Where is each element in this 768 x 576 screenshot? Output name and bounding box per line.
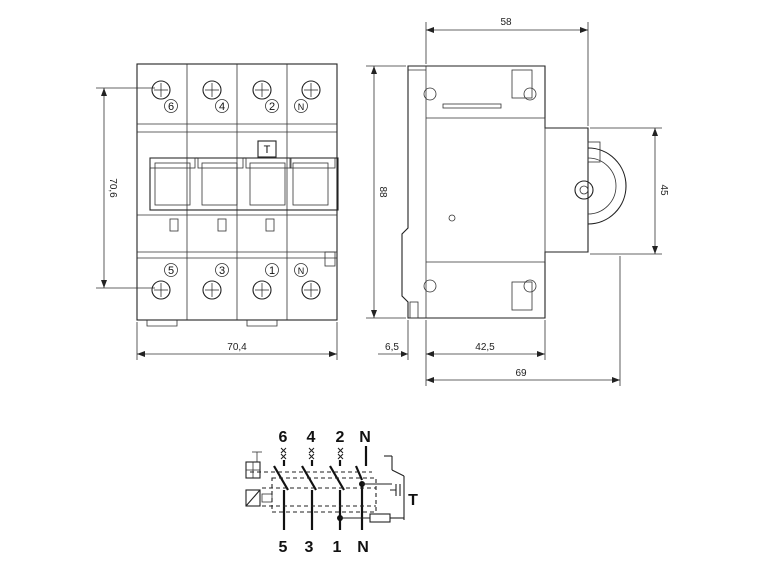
svg-text:6: 6 xyxy=(279,429,288,446)
svg-text:4: 4 xyxy=(219,101,225,113)
knob xyxy=(574,141,627,225)
screw-icon xyxy=(301,280,321,300)
front-width-dimension: 70,4 xyxy=(136,322,338,360)
svg-text:4: 4 xyxy=(307,429,316,446)
screw-icon xyxy=(151,280,171,300)
bottom-screws xyxy=(151,280,321,300)
bottom-terminal-labels: 5 3 1 N xyxy=(164,263,308,277)
screw-icon xyxy=(151,80,171,100)
wiring-schematic: 6 4 2 N 5 3 1 N T xyxy=(245,429,418,556)
svg-text:45: 45 xyxy=(658,184,669,196)
test-button xyxy=(257,140,277,158)
svg-text:2: 2 xyxy=(269,101,275,113)
trip-unit xyxy=(245,451,273,507)
svg-text:1: 1 xyxy=(269,265,275,277)
svg-text:1: 1 xyxy=(333,539,342,556)
svg-text:N: N xyxy=(359,429,371,446)
svg-text:N: N xyxy=(357,539,369,556)
front-view: T 6 4 2 N 5 3 xyxy=(96,63,339,360)
screw-icon xyxy=(301,80,321,100)
svg-text:88: 88 xyxy=(377,186,388,198)
svg-text:70,4: 70,4 xyxy=(227,342,247,353)
svg-text:6: 6 xyxy=(168,101,174,113)
svg-text:5: 5 xyxy=(168,265,174,277)
svg-text:58: 58 xyxy=(500,17,512,28)
handle-block xyxy=(149,157,339,211)
svg-text:6,5: 6,5 xyxy=(385,342,399,353)
screw-icon xyxy=(202,280,222,300)
screw-icon xyxy=(252,280,272,300)
svg-text:N: N xyxy=(298,102,305,112)
test-button-label: T xyxy=(264,144,271,156)
top-screws xyxy=(151,80,321,100)
test-circuit xyxy=(337,455,405,523)
side-view: 58 88 45 6,5 xyxy=(366,17,669,386)
svg-text:N: N xyxy=(298,266,305,276)
svg-text:42,5: 42,5 xyxy=(475,342,495,353)
screw-icon xyxy=(252,80,272,100)
side-top-dimension: 58 xyxy=(425,17,589,126)
side-height-dimension: 88 xyxy=(366,65,406,319)
terminal-marks xyxy=(280,447,344,460)
svg-text:69: 69 xyxy=(515,368,527,379)
svg-text:2: 2 xyxy=(336,429,345,446)
svg-text:3: 3 xyxy=(305,539,314,556)
side-knob-dimension: 45 xyxy=(590,127,669,255)
svg-text:5: 5 xyxy=(279,539,288,556)
top-terminal-labels: 6 4 2 N xyxy=(164,99,308,113)
svg-text:70,6: 70,6 xyxy=(107,178,118,198)
svg-text:3: 3 xyxy=(219,265,225,277)
svg-text:T: T xyxy=(408,492,418,509)
front-height-dimension: 70,6 xyxy=(96,87,155,289)
screw-icon xyxy=(202,80,222,100)
side-bottom-dimensions: 6,5 42,5 69 xyxy=(378,256,621,386)
